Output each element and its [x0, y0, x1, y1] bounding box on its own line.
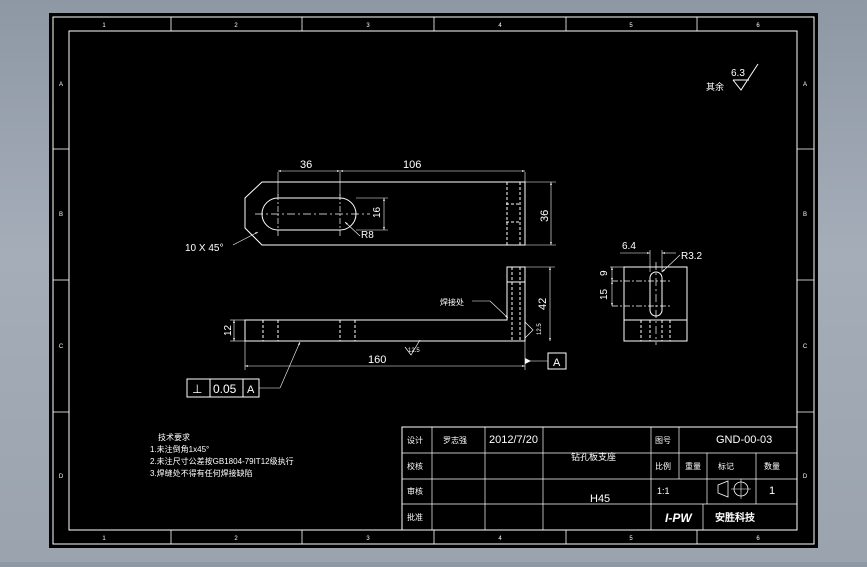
tech-req-item-3: 3.焊缝处不得有任何焊接缺陷 — [150, 468, 253, 478]
title-block-text: 设计 罗志强 2012/7/20 钻孔板支座 图号 GND-00-03 校核 比… — [407, 434, 780, 525]
dim-42: 42 — [537, 298, 549, 310]
dim-36-side: 36 — [539, 210, 551, 222]
zone-col-6-bottom: 6 — [756, 536, 760, 542]
title-block — [401, 426, 798, 531]
radius-r8: R8 — [361, 230, 374, 241]
tb-mark-label: 标记 — [718, 461, 734, 471]
tb-material: H45 — [590, 493, 610, 505]
drawing-sheet — [49, 13, 818, 548]
zone-col-4-bottom: 4 — [498, 536, 502, 542]
tech-req-item-2: 2.未注尺寸公差按GB1804-79IT12级执行 — [150, 456, 294, 466]
roughness-symbol-front-icon — [404, 339, 421, 356]
tech-req-item-1: 1.未注倒角1x45° — [150, 444, 209, 454]
dim-12: 12 — [223, 324, 234, 336]
roughness-12-5-side: 12.5 — [537, 323, 543, 335]
roughness-symbol-icon — [732, 63, 759, 91]
tb-drawing-no-label: 图号 — [655, 436, 671, 445]
front-view — [186, 266, 567, 398]
tolerance-value: 0.05 — [213, 382, 237, 396]
tb-design-label: 设计 — [407, 435, 423, 445]
datum-letter: A — [553, 357, 561, 369]
surface-roughness-note: 其余 6.3 — [706, 63, 759, 92]
zone-col-3-bottom: 3 — [366, 536, 370, 542]
tech-req-title: 技术要求 — [158, 432, 190, 442]
tb-check-label: 校核 — [407, 461, 423, 471]
technical-requirements: 技术要求 1.未注倒角1x45° 2.未注尺寸公差按GB1804-79IT12级… — [150, 432, 294, 478]
zone-col-6: 6 — [756, 23, 760, 29]
zone-row-c: C — [59, 344, 64, 350]
perpendicularity-icon: ⊥ — [192, 382, 202, 396]
projection-cone-icon — [717, 480, 729, 498]
tb-review-label: 审核 — [407, 486, 423, 496]
tb-company: 安胜科技 — [715, 511, 756, 524]
zone-row-d-right: D — [803, 474, 808, 480]
zone-row-b-right: B — [803, 212, 807, 218]
tolerance-datum: A — [247, 384, 255, 396]
side-view — [610, 250, 688, 345]
tb-design-name: 罗志强 — [443, 435, 467, 445]
zone-ticks — [53, 17, 814, 544]
top-view — [232, 170, 556, 246]
tb-qty-value: 1 — [769, 485, 775, 497]
roughness-label: 其余 — [706, 81, 724, 92]
dim-16: 16 — [372, 206, 383, 218]
tb-scale-label: 比例 — [655, 461, 671, 471]
side-view-dimensions: 6.4 R3.2 9 15 — [599, 241, 703, 300]
zone-col-2: 2 — [234, 23, 238, 29]
zone-col-1: 1 — [102, 23, 106, 29]
zone-row-a-right: A — [803, 82, 807, 88]
company-logo: I-PW — [665, 511, 693, 525]
dim-36-top: 36 — [300, 159, 312, 171]
zone-col-3: 3 — [366, 23, 370, 29]
zone-row-c-right: C — [803, 344, 808, 350]
zone-row-d: D — [59, 474, 64, 480]
dim-6-4: 6.4 — [622, 241, 636, 252]
roughness-symbol-side-icon — [524, 321, 534, 339]
tb-qty-label: 数量 — [764, 461, 780, 471]
weld-note: 焊接处 — [440, 297, 464, 307]
outer-border — [52, 16, 815, 545]
zone-row-b: B — [59, 212, 63, 218]
zone-col-5: 5 — [629, 23, 633, 29]
tb-scale-value: 1:1 — [657, 486, 670, 496]
chamfer-note: 10 X 45° — [185, 243, 223, 254]
zone-col-4: 4 — [498, 23, 502, 29]
dim-106: 106 — [403, 159, 421, 171]
zone-row-a: A — [59, 82, 63, 88]
side-view-outline — [623, 266, 688, 342]
dim-15: 15 — [599, 288, 610, 300]
front-view-dimensions: 焊接处 42 12 160 12.5 12.5 A ⊥ 0.05 A — [192, 297, 561, 396]
zone-col-5-bottom: 5 — [629, 536, 633, 542]
zone-col-2-bottom: 2 — [234, 536, 238, 542]
tb-date: 2012/7/20 — [489, 434, 538, 446]
dim-160: 160 — [368, 354, 386, 366]
dim-9: 9 — [599, 270, 610, 276]
top-view-dimensions: 36 106 16 36 R8 10 X 45° — [185, 159, 551, 254]
roughness-value: 6.3 — [731, 68, 745, 79]
tb-part-name: 钻孔板支座 — [571, 451, 616, 462]
zone-labels: 1 2 3 4 5 6 1 2 3 4 5 6 A B C D A B C D — [59, 23, 808, 542]
roughness-12-5-front: 12.5 — [408, 348, 420, 354]
datum-box — [547, 352, 567, 370]
datum-triangle-icon — [525, 358, 531, 364]
tb-approve-label: 批准 — [407, 512, 423, 522]
zone-col-1-bottom: 1 — [102, 536, 106, 542]
radius-r3-2: R3.2 — [681, 251, 703, 262]
tb-drawing-no: GND-00-03 — [716, 434, 772, 446]
tb-weight-label: 重量 — [685, 461, 701, 471]
